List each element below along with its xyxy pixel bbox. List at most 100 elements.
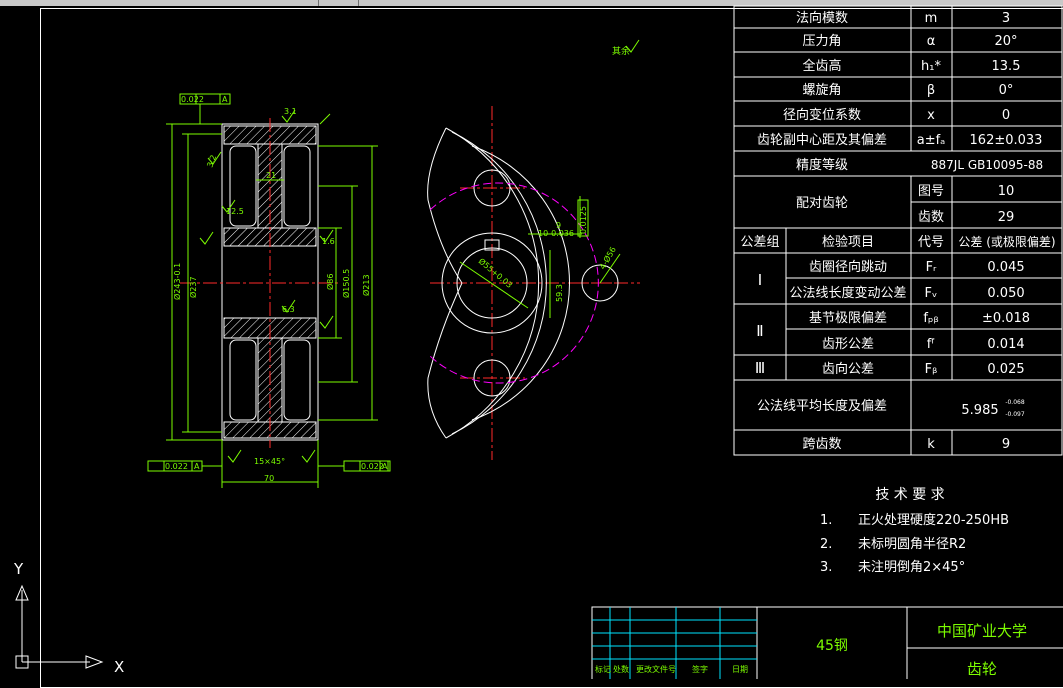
gear-front-view: [427, 127, 619, 439]
svg-text:162±0.033: 162±0.033: [970, 133, 1043, 148]
svg-text:a±fₐ: a±fₐ: [917, 133, 946, 148]
tol-right: 0.022: [361, 462, 384, 471]
svg-text:α: α: [927, 34, 936, 49]
svg-text:公差组: 公差组: [740, 235, 779, 250]
svg-text:13.5: 13.5: [992, 59, 1021, 74]
svg-text:m: m: [925, 11, 938, 26]
svg-text:10: 10: [998, 184, 1015, 199]
pitch-circle: [429, 182, 599, 384]
svg-text:0.014: 0.014: [987, 337, 1024, 352]
dim-chamfer: 15×45°: [254, 457, 285, 466]
svg-text:公法线长度变动公差: 公法线长度变动公差: [789, 285, 906, 301]
section-dim-text: Ø243-0.1 Ø237 Ø213 Ø150.5 Ø86 70 15×45° …: [165, 45, 630, 483]
svg-text:压力角: 压力角: [802, 34, 841, 49]
svg-text:标记: 标记: [595, 664, 611, 674]
svg-text:20°: 20°: [994, 34, 1017, 49]
parameter-table: [733, 5, 1063, 456]
tech-req-title: 技 术 要 求: [875, 487, 944, 503]
svg-text:未标明圆角半径R2: 未标明圆角半径R2: [858, 537, 966, 552]
school-label: 中国矿业大学: [937, 622, 1027, 640]
svg-text:Ⅰ: Ⅰ: [758, 271, 762, 289]
svg-text:日期: 日期: [732, 665, 748, 674]
svg-text:0: 0: [1002, 108, 1010, 123]
svg-text:公差 (或极限偏差): 公差 (或极限偏差): [958, 234, 1055, 249]
dim-213: Ø213: [361, 274, 371, 296]
title-block-text: 45钢 中国矿业大学 齿轮 标记 处数 更改文件号 签字 日期: [595, 622, 1027, 678]
svg-text:图号: 图号: [918, 184, 944, 199]
svg-text:Fᵦ: Fᵦ: [925, 362, 938, 377]
dim-holes: 4-Ø56: [597, 245, 618, 271]
dim-keyway-tol: 0.0125: [579, 206, 588, 234]
svg-text:x: x: [927, 108, 935, 123]
center-lines: [180, 106, 640, 460]
svg-text:法向模数: 法向模数: [796, 10, 848, 26]
ucs-y-label: Y: [13, 560, 24, 578]
svg-text:精度等级: 精度等级: [796, 157, 848, 173]
dim-bore: Ø55+0.03: [477, 256, 515, 290]
dim-key-depth: 59.3: [555, 284, 564, 302]
svg-text:5.985: 5.985: [961, 403, 998, 418]
rough-31: 3.1: [284, 107, 297, 116]
svg-text:跨齿数: 跨齿数: [802, 437, 841, 452]
svg-text:检验项目: 检验项目: [822, 234, 874, 250]
dim-150: Ø150.5: [341, 269, 351, 298]
dim-outer-diameter: Ø243-0.1: [172, 263, 182, 300]
datum-right: A: [382, 462, 388, 471]
rough-32: 3.2: [205, 154, 218, 169]
svg-text:±0.018: ±0.018: [982, 311, 1030, 326]
svg-text:齿圈径向跳动: 齿圈径向跳动: [809, 259, 887, 275]
title-block: [591, 606, 1063, 679]
material-label: 45钢: [816, 638, 848, 654]
front-dimensions: [459, 196, 621, 318]
ucs-icon: [15, 584, 104, 669]
svg-text:k: k: [927, 437, 935, 452]
parameter-table-text: 法向模数 m 3 压力角 α 20° 全齿高 h₁* 13.5 螺旋角 β 0°…: [740, 10, 1055, 452]
title-block-grid: [592, 607, 757, 679]
section-dimensions: [147, 39, 640, 488]
svg-text:全齿高: 全齿高: [802, 58, 841, 74]
svg-text:fᶠ: fᶠ: [927, 337, 936, 352]
svg-text:0°: 0°: [999, 83, 1014, 98]
tol-left: 0.022: [165, 462, 188, 471]
svg-text:齿向公差: 齿向公差: [822, 361, 874, 377]
dim-86: Ø86: [325, 274, 335, 290]
svg-text:齿形公差: 齿形公差: [822, 337, 874, 352]
svg-text:齿轮副中心距及其偏差: 齿轮副中心距及其偏差: [757, 133, 887, 148]
svg-text:fₚᵦ: fₚᵦ: [923, 311, 938, 326]
svg-text:Ⅲ: Ⅲ: [755, 359, 765, 377]
svg-text:0.050: 0.050: [987, 286, 1024, 301]
svg-text:887JL GB10095-88: 887JL GB10095-88: [931, 158, 1043, 172]
svg-text:h₁*: h₁*: [921, 59, 941, 74]
rough-16: 1.6: [322, 237, 335, 246]
svg-text:代号: 代号: [918, 235, 944, 250]
svg-text:Fᵣ: Fᵣ: [926, 260, 937, 275]
svg-text:更改文件号: 更改文件号: [636, 664, 676, 674]
svg-text:齿数: 齿数: [918, 210, 944, 225]
svg-text:螺旋角: 螺旋角: [802, 83, 841, 98]
rough-other-note: 其余: [612, 45, 630, 57]
svg-text:9: 9: [1002, 437, 1010, 452]
svg-text:配对齿轮: 配对齿轮: [796, 196, 848, 211]
svg-text:Ⅱ: Ⅱ: [756, 322, 763, 340]
window-top-bar: [0, 0, 1063, 6]
svg-text:-0.068: -0.068: [1005, 399, 1025, 406]
svg-text:0.045: 0.045: [987, 260, 1024, 275]
svg-text:3.: 3.: [820, 560, 832, 575]
svg-text:β: β: [927, 83, 935, 98]
svg-text:公法线平均长度及偏差: 公法线平均长度及偏差: [757, 398, 887, 414]
svg-text:2.: 2.: [820, 537, 832, 552]
technical-requirements: 技 术 要 求 1. 正火处理硬度220-250HB 2. 未标明圆角半径R2 …: [820, 487, 1009, 575]
part-name-label: 齿轮: [967, 660, 997, 678]
svg-text:3: 3: [1002, 11, 1010, 26]
svg-text:基节极限偏差: 基节极限偏差: [809, 311, 887, 326]
svg-text:签字: 签字: [692, 664, 708, 674]
tol-top: 0.022: [181, 95, 204, 104]
toolbar-separator: [358, 0, 359, 6]
svg-text:处数: 处数: [613, 664, 629, 674]
svg-text:Fᵥ: Fᵥ: [925, 286, 938, 301]
ucs-x-label: X: [114, 658, 124, 676]
dim-keyway: 10-0.036: [538, 229, 574, 238]
dim-width: 70: [264, 474, 274, 483]
datum-left: A: [194, 462, 200, 471]
